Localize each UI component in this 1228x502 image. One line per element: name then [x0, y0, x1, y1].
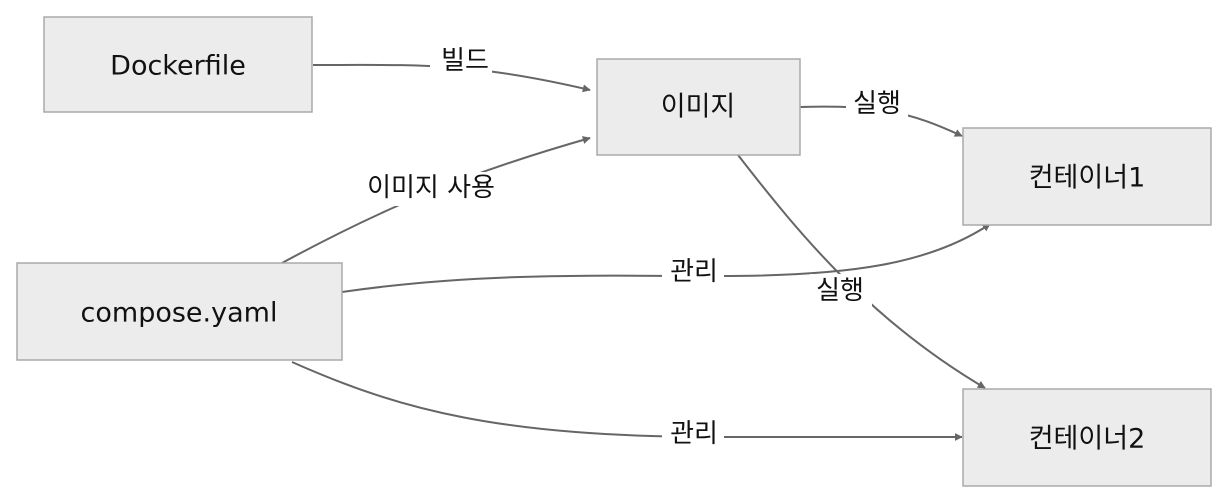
node-compose-label: compose.yaml: [81, 298, 278, 329]
edge-run2: 실행: [737, 154, 986, 389]
node-image: 이미지: [596, 58, 801, 156]
node-container1-label: 컨테이너1: [1029, 163, 1146, 194]
node-container1: 컨테이너1: [962, 127, 1212, 226]
edge-use-image-label: 이미지 사용: [367, 173, 495, 203]
edge-build: 빌드: [312, 44, 591, 93]
edge-manage2-label: 관리: [670, 419, 718, 449]
edge-use-image: 이미지 사용: [281, 136, 591, 264]
edge-run2-line: [737, 154, 986, 389]
edge-run1: 실행: [799, 89, 963, 137]
edge-manage2: 관리: [291, 361, 963, 452]
edge-manage1-label: 관리: [670, 257, 718, 287]
edge-run1-label: 실행: [853, 89, 901, 119]
edge-run2-label: 실행: [816, 276, 864, 306]
edge-build-label: 빌드: [441, 46, 489, 76]
node-dockerfile-label: Dockerfile: [110, 51, 246, 82]
node-compose: compose.yaml: [16, 262, 343, 361]
node-container2-label: 컨테이너2: [1029, 424, 1146, 455]
edge-manage1: 관리: [341, 223, 991, 293]
edge-manage2-line: [291, 361, 963, 441]
node-dockerfile: Dockerfile: [43, 16, 313, 113]
node-image-label: 이미지: [661, 92, 736, 123]
node-container2: 컨테이너2: [962, 388, 1212, 487]
